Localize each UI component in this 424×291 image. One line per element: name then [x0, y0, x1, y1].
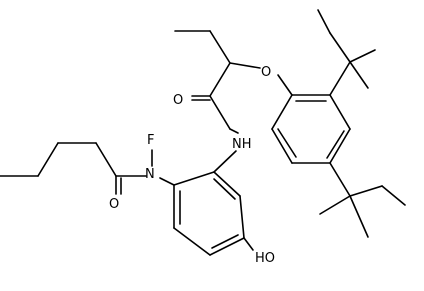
bond: [349, 49, 376, 63]
bond: [329, 94, 351, 130]
bond: [173, 171, 215, 186]
bond: [229, 128, 239, 134]
bond: [271, 94, 293, 130]
bond: [209, 62, 231, 97]
bond: [277, 74, 293, 96]
bond: [159, 177, 175, 186]
bond: [349, 185, 383, 197]
bond: [381, 185, 406, 206]
bond: [317, 9, 331, 34]
atom-label-nh-amide: NH: [232, 137, 252, 152]
bond: [213, 178, 236, 200]
bond: [37, 142, 59, 177]
bond: [326, 130, 345, 159]
atom-label-hydroxyl: HO: [255, 251, 275, 266]
bond: [209, 95, 231, 130]
atom-label-o-ether: O: [261, 65, 271, 80]
butanamide-backbone: [191, 62, 261, 134]
bond: [329, 61, 351, 96]
bond: [329, 128, 351, 164]
bond: [349, 61, 369, 89]
atom-label-o-amide-carbonyl: O: [173, 93, 183, 108]
atom-label-n-fluoro: N: [145, 167, 155, 182]
bond: [173, 227, 211, 256]
bond: [329, 162, 351, 197]
bond: [209, 237, 245, 256]
bond: [213, 171, 241, 197]
pentanoyl-carbonyl: [115, 175, 122, 195]
ethyl-bonds: [174, 30, 231, 64]
phenoxy-ring: [271, 94, 351, 164]
bond: [239, 195, 245, 239]
hydroxyphenyl-ring: [173, 171, 245, 256]
bond: [211, 234, 239, 249]
bond: [319, 195, 351, 215]
bond: [243, 237, 254, 251]
bond: [229, 62, 261, 69]
atom-label-f: F: [147, 133, 154, 148]
bond: [349, 195, 369, 238]
atom-label-o-pentanoyl-carbonyl: O: [109, 197, 119, 212]
tert-pentyl-upper: [317, 9, 376, 96]
bond: [271, 128, 293, 164]
bond: [209, 30, 231, 64]
bond: [95, 142, 117, 177]
tert-pentyl-lower: [319, 162, 406, 238]
bond: [329, 32, 351, 63]
bond: [277, 128, 297, 158]
pentanoyl-chain: [0, 142, 117, 177]
bond: [213, 150, 237, 173]
